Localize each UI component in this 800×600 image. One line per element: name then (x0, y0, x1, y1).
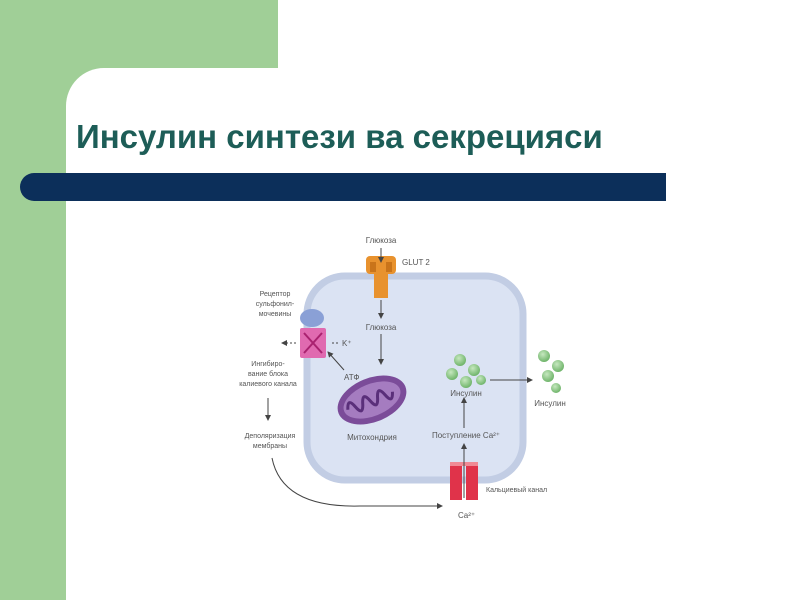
title-underline-bar (20, 173, 666, 201)
label-inhibition-line1: Ингибиро- (251, 360, 285, 368)
label-insulin-inside: Инсулин (450, 389, 482, 398)
glut2-transporter (366, 256, 396, 298)
label-receptor-line3: мочевины (259, 311, 292, 318)
label-calcium-channel: Кальциевый канал (486, 486, 547, 494)
insulin-secretion-diagram: Глюкоза GLUT 2 Глюкоза Рецептор сульфони… (239, 236, 566, 520)
label-glucose-inside: Глюкоза (366, 323, 397, 332)
label-glut2: GLUT 2 (402, 258, 430, 267)
depolarization-to-calcium-arrow (271, 457, 443, 509)
insulin-granules-outside (538, 350, 564, 393)
label-inhibition-line3: калиевого канала (239, 381, 297, 388)
label-receptor-line1: Рецептор (260, 291, 291, 298)
sulfonylurea-receptor (300, 309, 326, 358)
slide-title: Инсулин синтези ва секрецияси (76, 118, 603, 155)
label-ca-influx: Поступление Ca²⁺ (432, 431, 500, 440)
atp-to-receptor-arrow (327, 351, 345, 371)
label-mitochondria: Митохондрия (347, 433, 397, 442)
label-receptor-line2: сульфонил- (256, 301, 295, 308)
label-insulin-outside: Инсулин (534, 399, 566, 408)
label-inhibition-line2: вание блока (248, 370, 288, 378)
beta-cell (303, 272, 527, 484)
label-depolarization-line2: мембраны (253, 442, 287, 450)
label-k-ion: K⁺ (342, 339, 352, 348)
label-glucose-top: Глюкоза (366, 236, 397, 245)
mitochondria-organelle (337, 375, 407, 425)
insulin-granules-inside (446, 354, 486, 388)
label-depolarization-line1: Деполяризация (245, 433, 296, 440)
label-atp: АТФ (344, 373, 359, 382)
label-ca-ion: Ca²⁺ (458, 511, 475, 520)
